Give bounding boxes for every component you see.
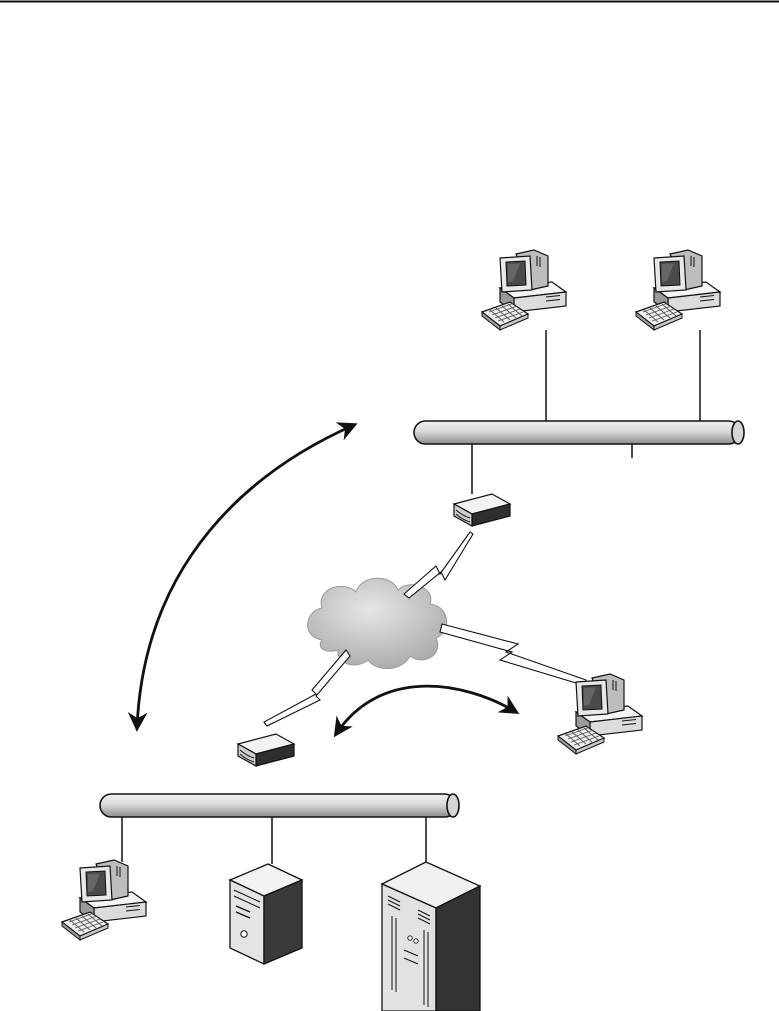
mainframe-server-icon[interactable] — [382, 862, 480, 1011]
upper-lan — [414, 250, 744, 526]
router-icon[interactable] — [238, 734, 294, 766]
server-tower-icon[interactable] — [230, 864, 302, 964]
workstation-icon[interactable] — [636, 250, 720, 330]
cloud-icon — [308, 578, 447, 668]
network-bus-icon — [414, 421, 744, 444]
workstation-icon[interactable] — [62, 860, 146, 940]
workstation-icon[interactable] — [482, 250, 566, 330]
lower-lan — [62, 734, 480, 1011]
router-icon[interactable] — [454, 494, 510, 526]
double-headed-arrow-icon — [336, 686, 516, 734]
workstation-icon[interactable] — [558, 674, 642, 754]
network-bus-icon — [100, 794, 459, 817]
